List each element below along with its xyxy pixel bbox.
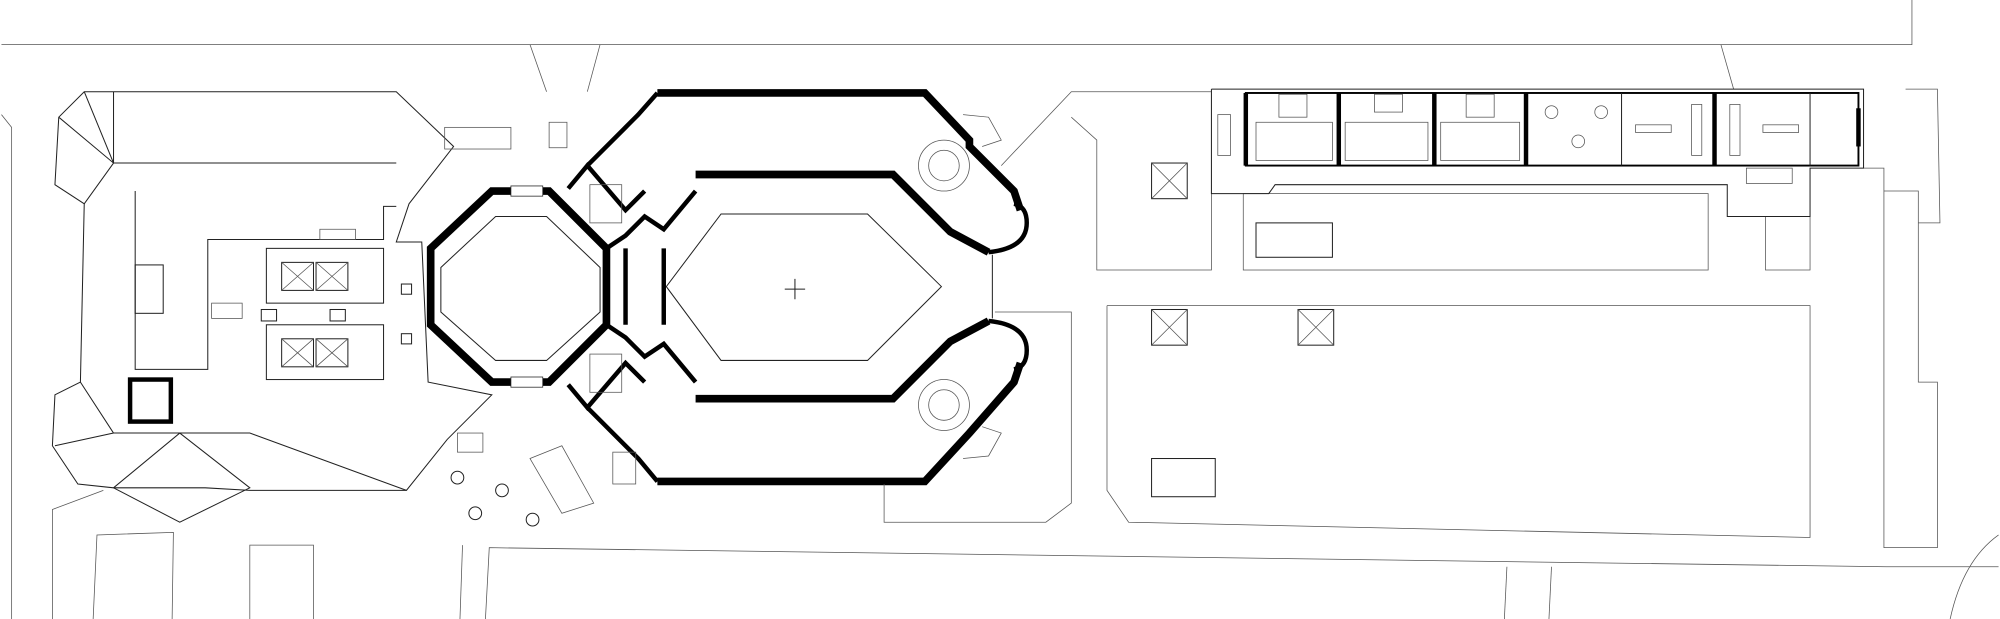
stair-icon [457,432,484,453]
office-annex [1210,88,1865,218]
skylight-icon [1151,162,1335,346]
stair-icon [589,353,623,393]
connector-wings [457,91,698,514]
octagonal-hall [426,185,611,388]
chimney [127,377,174,424]
stair-icon [319,228,356,240]
center-mark [784,278,806,300]
elongated-octagonal-hall [657,89,1212,523]
stair-icon [1217,114,1231,156]
skylight-icon [281,261,349,368]
west-building [51,91,568,523]
stair-icon [548,121,568,149]
vent-icon [260,283,413,345]
stair-icon [211,302,243,319]
table-icon [450,470,540,527]
stair-icon [612,451,637,485]
courtyard [450,162,1811,538]
stair-icon [1151,458,1216,498]
stair-icon [1255,222,1333,258]
stair-icon [444,126,512,150]
stair-icon [1745,167,1793,184]
stair-icon [589,184,623,224]
furniture [1255,93,1799,161]
